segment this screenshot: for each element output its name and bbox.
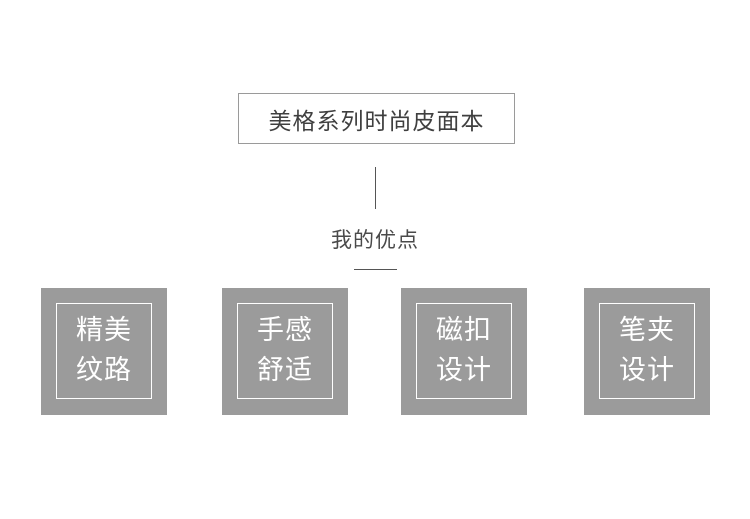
feature-card-frame: 手感 舒适 [237,303,333,399]
feature-label-line1: 精美 [76,315,132,346]
horizontal-divider [354,269,397,270]
feature-label-line1: 笔夹 [619,315,675,346]
feature-card-pen-clip: 笔夹 设计 [584,288,710,415]
feature-label-line1: 磁扣 [436,315,492,346]
feature-label-line1: 手感 [257,315,313,346]
product-title-box: 美格系列时尚皮面本 [238,93,515,144]
feature-label-line2: 纹路 [76,355,132,386]
feature-card-texture: 精美 纹路 [41,288,167,415]
feature-card-frame: 磁扣 设计 [416,303,512,399]
feature-card-feel: 手感 舒适 [222,288,348,415]
feature-label-line2: 设计 [619,355,675,386]
vertical-divider [375,167,376,209]
product-title: 美格系列时尚皮面本 [268,108,485,135]
feature-card-magnetic-clasp: 磁扣 设计 [401,288,527,415]
feature-card-frame: 精美 纹路 [56,303,152,399]
section-subtitle: 我的优点 [331,228,419,252]
feature-card-frame: 笔夹 设计 [599,303,695,399]
feature-label-line2: 舒适 [257,355,313,386]
feature-label-line2: 设计 [436,355,492,386]
